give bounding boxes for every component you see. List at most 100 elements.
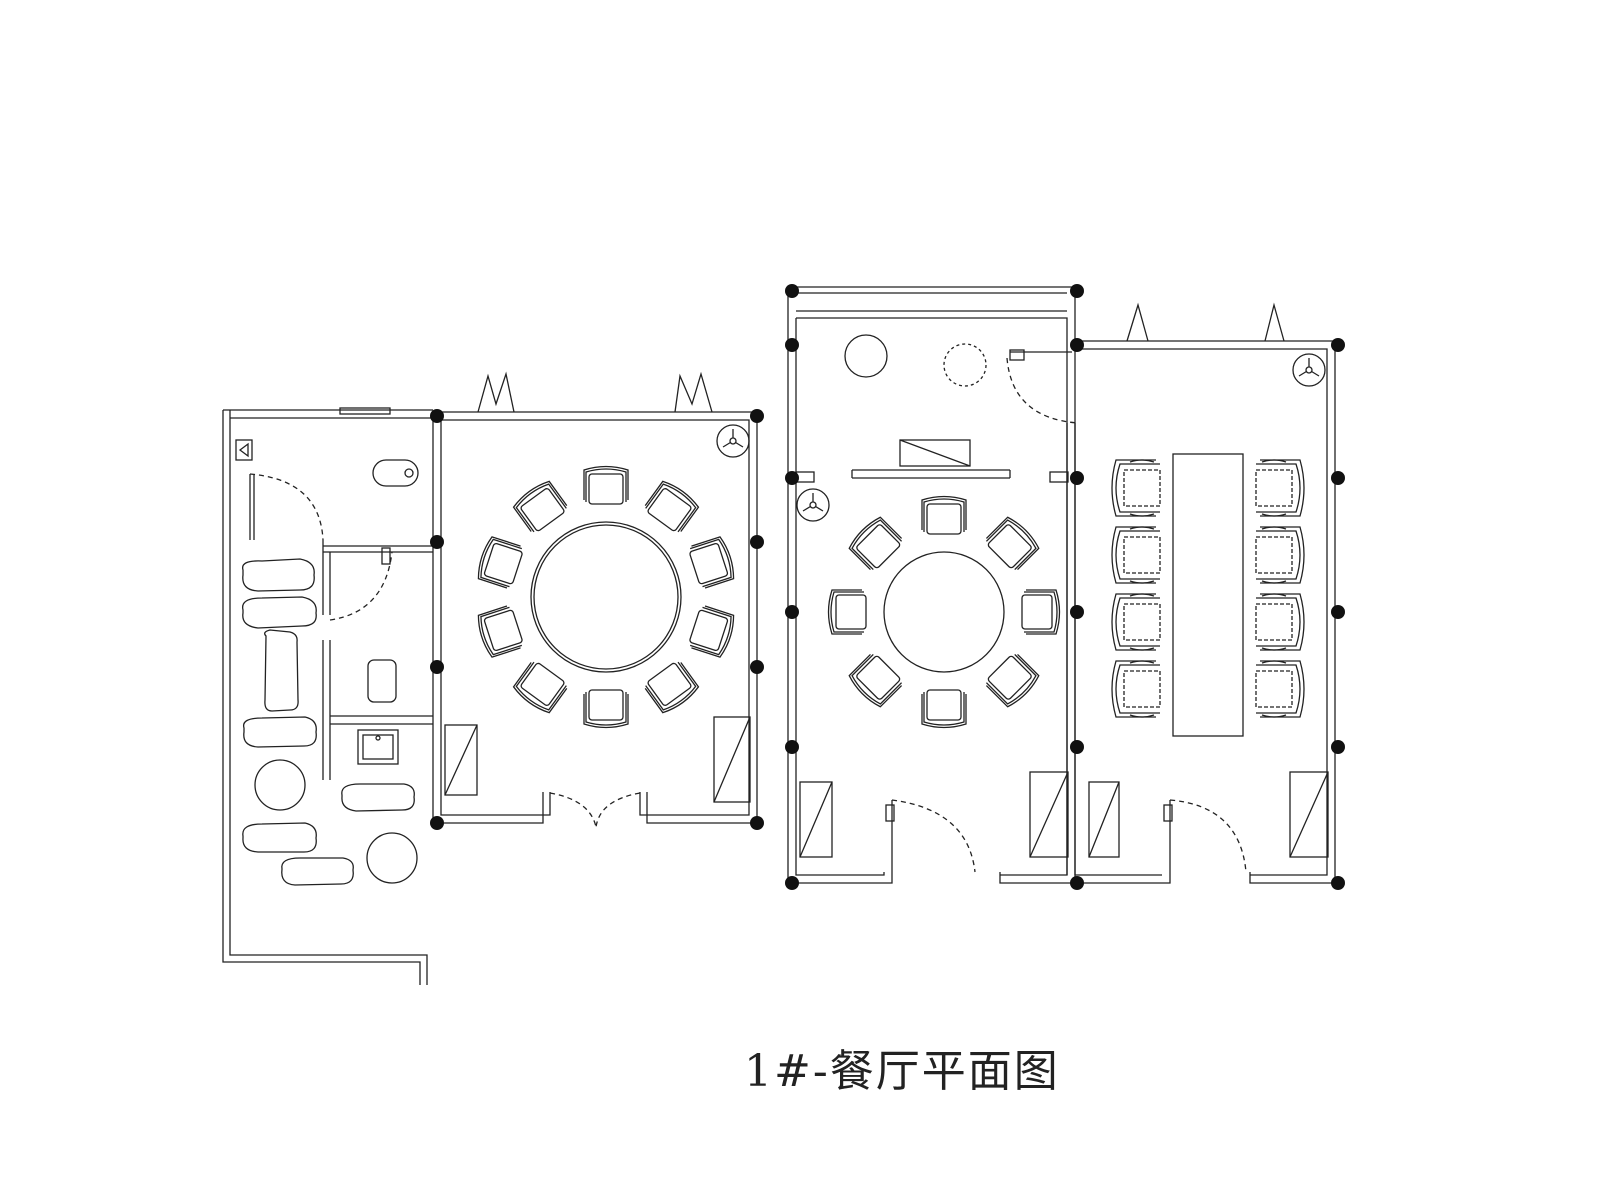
chair bbox=[921, 689, 967, 729]
door-swing-icon bbox=[1006, 357, 1079, 424]
chairs-b bbox=[827, 495, 1061, 729]
door-swing-icon bbox=[891, 799, 976, 873]
column-icon bbox=[785, 605, 799, 619]
column-icon bbox=[1070, 471, 1084, 485]
round-table bbox=[883, 551, 1005, 673]
chair bbox=[1021, 589, 1061, 635]
column-icon bbox=[430, 535, 444, 549]
round-stool bbox=[366, 832, 418, 884]
wardrobe-icon bbox=[1029, 771, 1069, 858]
chair bbox=[848, 516, 903, 571]
column-icon bbox=[750, 816, 764, 830]
chair bbox=[921, 495, 967, 535]
chair bbox=[477, 605, 523, 658]
room-b-wall bbox=[787, 286, 1076, 884]
chair bbox=[689, 536, 735, 589]
floor-drain-icon bbox=[238, 442, 249, 458]
column-icon bbox=[1331, 740, 1345, 754]
chair bbox=[644, 661, 700, 714]
column-icon bbox=[785, 284, 799, 298]
floor-drain-icon bbox=[235, 439, 253, 461]
column-icon bbox=[1331, 471, 1345, 485]
window-icon bbox=[339, 407, 391, 415]
armchair bbox=[1111, 526, 1161, 584]
drawing-title: 1#-餐厅平面图 bbox=[744, 1046, 1060, 1097]
round-table bbox=[533, 524, 679, 670]
wardrobe-icon bbox=[1088, 781, 1120, 858]
wardrobe-icon bbox=[1289, 771, 1329, 858]
chair bbox=[583, 465, 629, 505]
armchair bbox=[1255, 593, 1305, 651]
armchair bbox=[1255, 526, 1305, 584]
column-icon bbox=[1070, 338, 1084, 352]
armchair bbox=[1111, 593, 1161, 651]
column-icon bbox=[1331, 876, 1345, 890]
wardrobe-icon bbox=[444, 724, 478, 796]
wall-plate bbox=[1049, 471, 1069, 483]
armchair bbox=[1255, 660, 1305, 718]
ceiling-fan-icon bbox=[1292, 353, 1326, 387]
wardrobe-icon bbox=[713, 716, 751, 803]
column-icon bbox=[1070, 605, 1084, 619]
rectangular-table bbox=[1172, 453, 1244, 737]
column-icon bbox=[430, 660, 444, 674]
column-icon bbox=[785, 338, 799, 352]
chair bbox=[512, 480, 568, 533]
wardrobe-icon bbox=[1029, 771, 1069, 858]
chair bbox=[848, 653, 903, 708]
round-stool bbox=[943, 343, 987, 387]
column-icon bbox=[430, 816, 444, 830]
door-handle bbox=[381, 547, 391, 565]
column-icon bbox=[1331, 338, 1345, 352]
column-icon bbox=[1070, 740, 1084, 754]
door-handle bbox=[885, 804, 895, 822]
wardrobe-icon bbox=[1088, 781, 1120, 858]
column-icon bbox=[785, 876, 799, 890]
door-swing-icon bbox=[1169, 799, 1247, 873]
sofa-cushion bbox=[241, 558, 315, 592]
sofa-cushions bbox=[241, 558, 415, 886]
structural-columns bbox=[430, 284, 1345, 890]
armchair bbox=[1111, 660, 1161, 718]
outer-wall bbox=[222, 410, 428, 985]
door-swing-icon bbox=[249, 473, 324, 541]
column-icon bbox=[750, 535, 764, 549]
wardrobe-icon bbox=[713, 716, 751, 803]
wash-basin-icon bbox=[357, 729, 399, 765]
wardrobe-icon bbox=[799, 781, 833, 858]
column-icon bbox=[1070, 284, 1084, 298]
window-icon bbox=[477, 371, 515, 413]
partition-wall bbox=[1066, 423, 1076, 875]
sofa-cushion bbox=[242, 716, 317, 748]
wardrobe-icon bbox=[1289, 771, 1329, 858]
tv-icon bbox=[899, 439, 971, 467]
sofa-cushion bbox=[264, 629, 299, 712]
door-handle bbox=[1009, 349, 1025, 361]
wash-basin-icon bbox=[362, 734, 394, 760]
column-icon bbox=[750, 660, 764, 674]
window-icon bbox=[1126, 302, 1149, 342]
chairs-c bbox=[1111, 459, 1305, 718]
ceiling-fan-icon bbox=[716, 424, 750, 458]
toilet-icon bbox=[372, 459, 419, 487]
sofa-cushion bbox=[341, 783, 415, 812]
dining-room-c bbox=[1075, 302, 1336, 884]
chair bbox=[512, 661, 568, 714]
sofa-cushion bbox=[241, 596, 317, 629]
window-icon bbox=[674, 371, 713, 413]
chair bbox=[985, 653, 1040, 708]
chair bbox=[644, 480, 700, 533]
column-icon bbox=[785, 740, 799, 754]
chair bbox=[985, 516, 1040, 571]
sofa-cushion bbox=[281, 857, 354, 886]
chair bbox=[827, 589, 867, 635]
column-icon bbox=[750, 409, 764, 423]
toilet-icon bbox=[404, 468, 414, 478]
wash-basin-icon bbox=[375, 735, 381, 741]
armchair bbox=[1255, 459, 1305, 517]
round-stool bbox=[254, 759, 306, 811]
dining-room-a bbox=[432, 371, 758, 828]
tv-console bbox=[851, 469, 1011, 479]
column-icon bbox=[430, 409, 444, 423]
